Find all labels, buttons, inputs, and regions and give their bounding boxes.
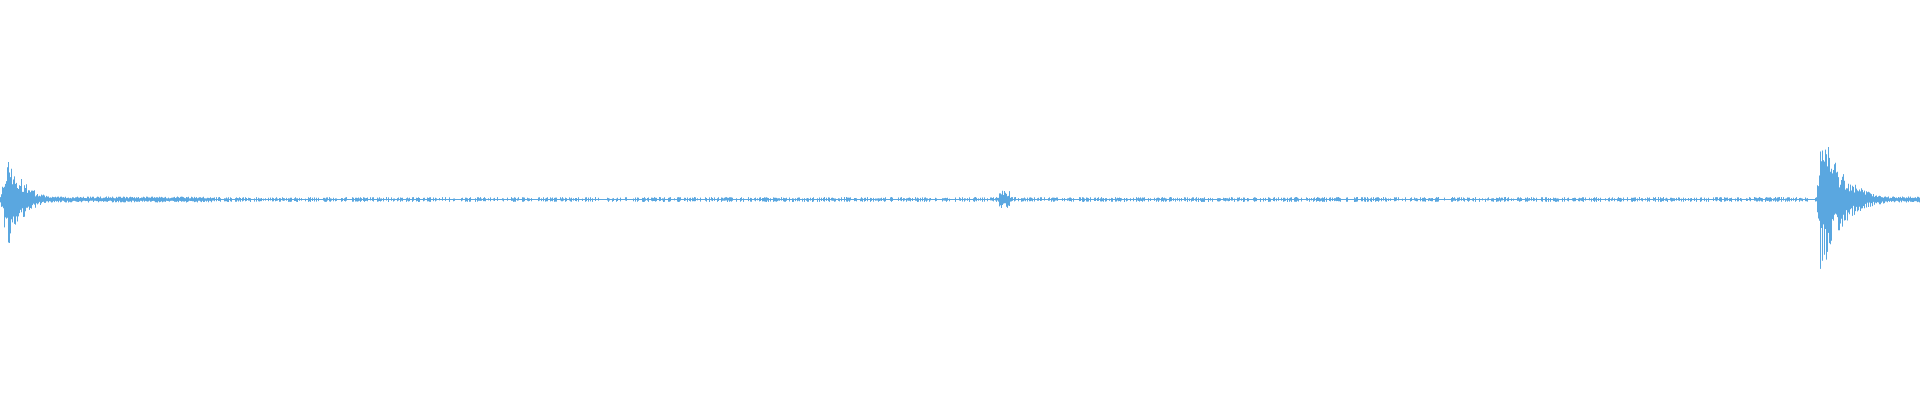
waveform-bars [0, 147, 1920, 269]
waveform-trace [0, 147, 1920, 269]
